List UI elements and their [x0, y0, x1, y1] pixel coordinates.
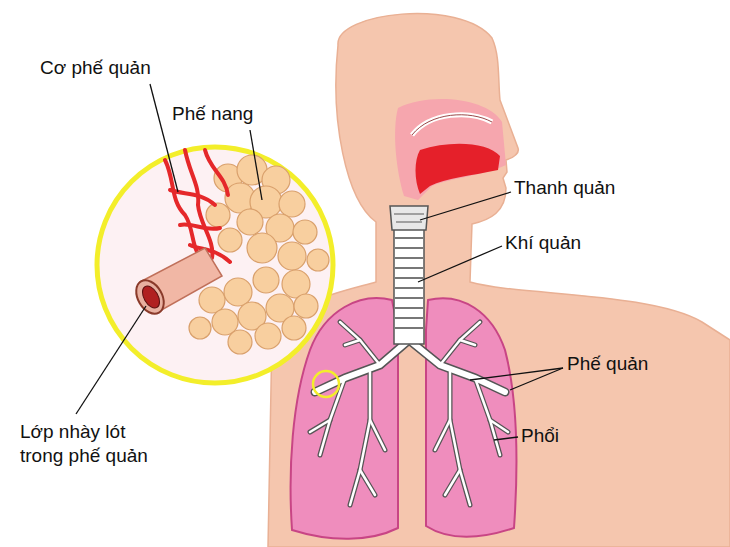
part-label: Lớp nhày lót trong phế quản [20, 420, 172, 468]
trachea [394, 228, 424, 344]
trachea-rings [395, 238, 423, 328]
larynx [390, 206, 428, 230]
part-label: Phế nang [172, 102, 253, 126]
part-label: Cơ phế quản [40, 56, 151, 80]
inset-circle [97, 147, 333, 383]
body-silhouette [268, 14, 730, 547]
bronchus-cut [131, 275, 170, 318]
part-label: Khí quản [505, 231, 581, 255]
part-label: Thanh quản [514, 176, 615, 200]
part-label: Phế quản [567, 352, 648, 376]
tongue-cavity [416, 144, 501, 194]
bronchial-tree [310, 322, 508, 505]
part-label: Phổi [521, 424, 559, 448]
zoom-marker [313, 371, 339, 397]
oral-cavity [395, 99, 506, 200]
palate-edge [412, 115, 492, 135]
mucus-lining [139, 283, 163, 311]
bronchial-muscle [165, 150, 230, 262]
leader-lines [76, 84, 563, 440]
right-lung [426, 298, 516, 537]
larynx-folds [394, 214, 424, 222]
palate [412, 115, 492, 135]
